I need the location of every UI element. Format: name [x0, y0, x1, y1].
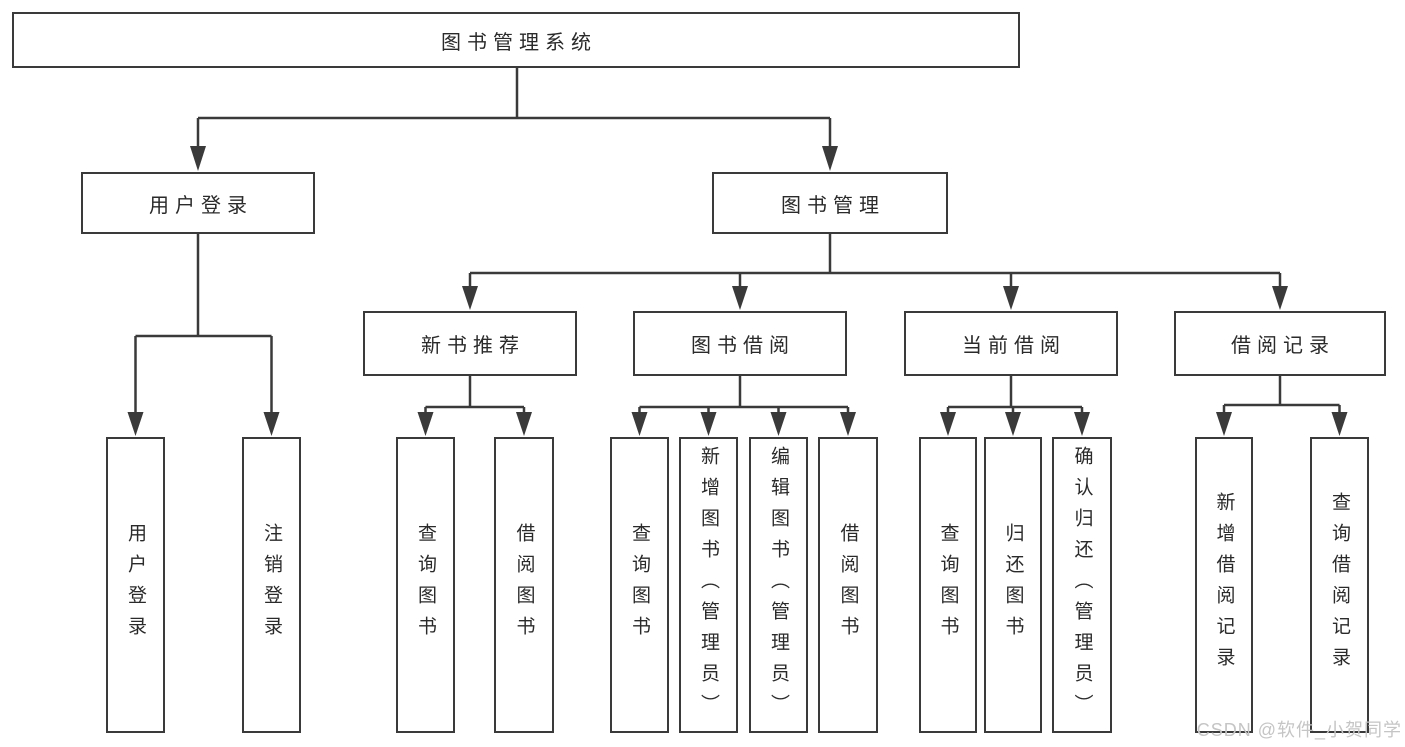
node-book-borrowing: 图书借阅 — [633, 311, 847, 376]
node-label: 查询图书 — [629, 523, 650, 647]
edges-user-login-branch — [134, 234, 273, 418]
leaf-borrow-books-borrowing: 借阅图书 — [818, 437, 878, 733]
arrowheads — [127, 146, 1348, 436]
node-label: 新增借阅记录 — [1213, 492, 1235, 678]
leaf-return-book: 归还图书 — [984, 437, 1042, 733]
node-label: 查询借阅记录 — [1329, 492, 1350, 678]
node-label: 当前借阅 — [962, 335, 1066, 357]
node-current-borrowing: 当前借阅 — [904, 311, 1118, 376]
leaf-edit-book-admin: 编辑图书（管理员） — [749, 437, 808, 733]
node-label: 归还图书 — [1002, 523, 1024, 647]
leaf-user-login: 用户登录 — [106, 437, 165, 733]
edges-book-borrowing-branch — [638, 376, 850, 419]
leaf-query-books-borrowing: 查询图书 — [610, 437, 669, 733]
leaf-borrow-books-recommend: 借阅图书 — [494, 437, 554, 733]
node-label: 编辑图书（管理员） — [768, 445, 789, 725]
edges-book-management-branch — [468, 234, 1282, 293]
node-label: 查询图书 — [415, 523, 436, 647]
csdn-watermark: CSDN @软件_小贺同学 — [1196, 720, 1402, 740]
leaf-logout: 注销登录 — [242, 437, 301, 733]
node-label: 借阅图书 — [513, 523, 535, 647]
node-label: 图书管理系统 — [441, 31, 597, 54]
node-borrowing-records: 借阅记录 — [1174, 311, 1386, 376]
node-label: 查询图书 — [937, 523, 959, 647]
node-label: 图书借阅 — [691, 335, 795, 357]
node-user-login: 用户登录 — [81, 172, 315, 234]
node-library-management-system: 图书管理系统 — [12, 12, 1020, 68]
leaf-query-borrow-record: 查询借阅记录 — [1310, 437, 1369, 733]
node-label: 借阅图书 — [837, 523, 859, 647]
node-new-book-recommendation: 新书推荐 — [363, 311, 577, 376]
leaf-query-books-current: 查询图书 — [919, 437, 977, 733]
edges-root — [196, 67, 832, 152]
node-label: 用户登录 — [125, 523, 146, 647]
node-label: 用户登录 — [149, 194, 253, 217]
leaf-add-book-admin: 新增图书（管理员） — [679, 437, 738, 733]
leaf-confirm-return-admin: 确认归还（管理员） — [1052, 437, 1112, 733]
leaf-add-borrow-record: 新增借阅记录 — [1195, 437, 1253, 733]
node-label: 借阅记录 — [1231, 335, 1335, 357]
node-label: 新增图书（管理员） — [698, 445, 719, 725]
edges-new-book-branch — [424, 376, 526, 419]
node-label: 图书管理 — [781, 194, 885, 217]
node-book-management: 图书管理 — [712, 172, 948, 234]
edges-borrowing-records-branch — [1222, 376, 1341, 419]
node-label: 新书推荐 — [421, 335, 525, 357]
leaf-query-books-recommend: 查询图书 — [396, 437, 455, 733]
node-label: 注销登录 — [261, 523, 282, 647]
node-label: 确认归还（管理员） — [1071, 445, 1093, 725]
